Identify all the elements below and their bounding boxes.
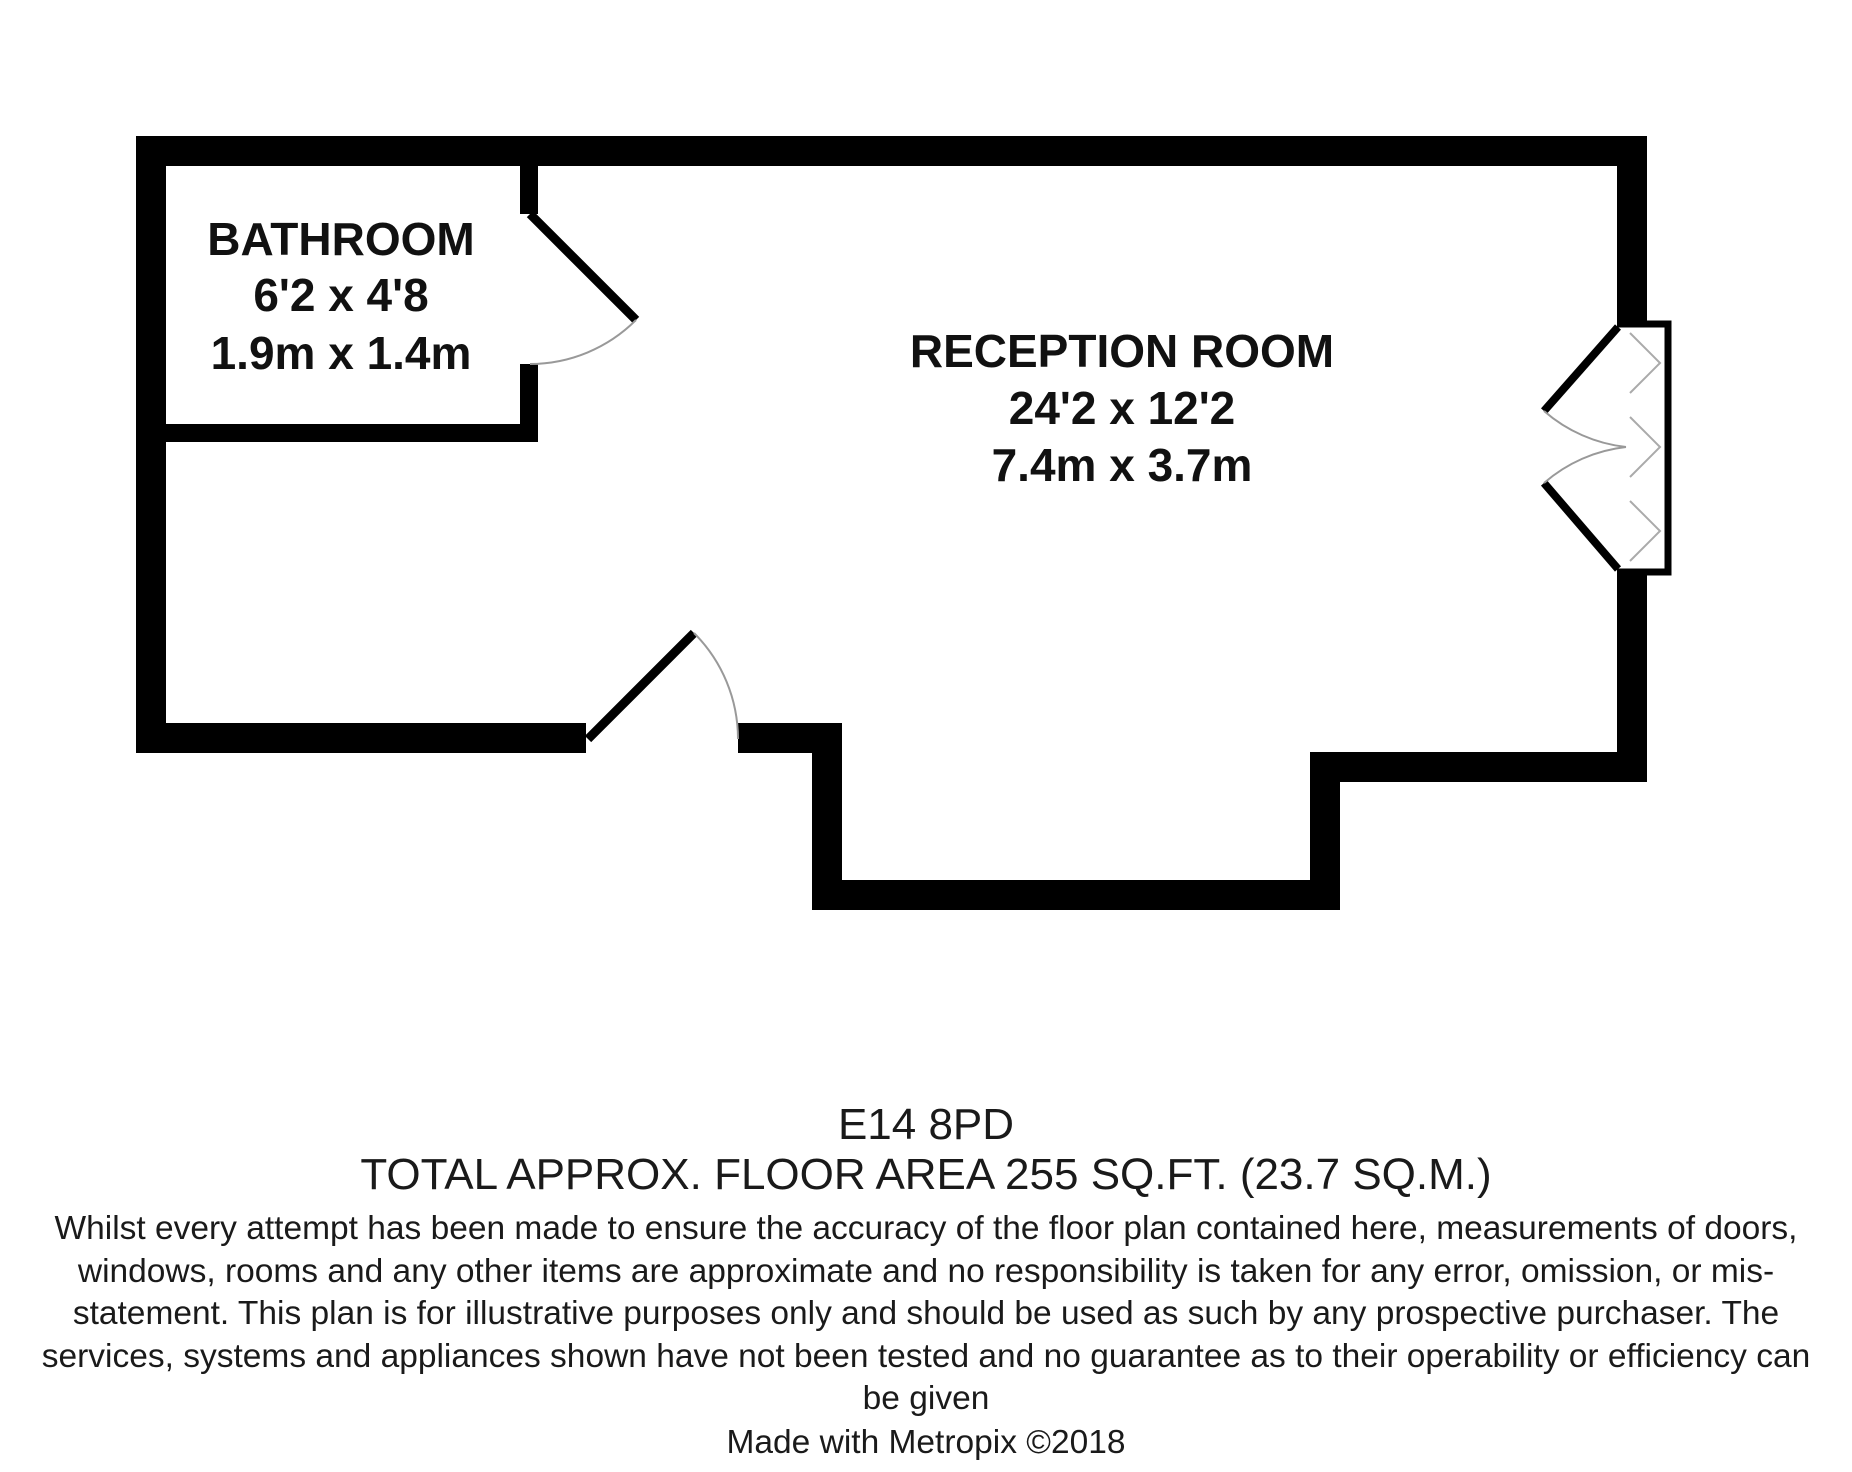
patio-door-frame: [1617, 320, 1672, 576]
bathroom-door-leaf: [526, 210, 640, 324]
bathroom-name: BATHROOM: [207, 213, 474, 265]
bathroom-wall-vertical-upper: [520, 136, 538, 214]
wall-top: [136, 136, 1647, 166]
postcode: E14 8PD: [837, 1100, 1015, 1149]
wall-bottom-left: [136, 723, 586, 753]
wall-left: [136, 136, 166, 753]
bathroom-size-imperial: 6'2 x 4'8: [253, 269, 428, 321]
reception-size-imperial: 24'2 x 12'2: [1009, 382, 1236, 434]
reception-label: RECEPTION ROOM 24'2 x 12'2 7.4m x 3.7m: [910, 325, 1334, 491]
patio-door-swing-lower: [1543, 446, 1627, 484]
reception-name: RECEPTION ROOM: [910, 325, 1334, 377]
bathroom-wall-horizontal: [136, 424, 538, 442]
reception-size-metric: 7.4m x 3.7m: [992, 439, 1253, 491]
bathroom-label: BATHROOM 6'2 x 4'8 1.9m x 1.4m: [207, 213, 474, 379]
walls: [136, 136, 1647, 910]
credit-text: Made with Metropix ©2018: [726, 1424, 1126, 1461]
patio-door-leaf-upper: [1540, 324, 1622, 414]
wall-bay-bottom: [812, 880, 1340, 910]
bathroom-door-swing: [529, 319, 637, 365]
disclaimer-text: Whilst every attempt has been made to en…: [41, 1210, 1811, 1417]
bathroom-size-metric: 1.9m x 1.4m: [211, 327, 472, 379]
patio-doors: [1540, 320, 1672, 576]
window-glazing-marks: [1629, 332, 1662, 562]
bathroom-wall-vertical-lower: [520, 364, 538, 442]
wall-bay-left: [812, 723, 842, 910]
wall-right-upper: [1617, 136, 1647, 324]
patio-door-swing-upper: [1543, 410, 1627, 448]
wall-bottom-right: [1310, 752, 1647, 782]
entrance-door-leaf: [584, 629, 698, 743]
wall-right-lower: [1617, 569, 1647, 782]
bathroom-door: [526, 210, 640, 365]
entrance-door-swing: [693, 632, 739, 740]
total-floor-area: TOTAL APPROX. FLOOR AREA 255 SQ.FT. (23.…: [360, 1150, 1492, 1199]
entrance-door: [584, 629, 739, 743]
patio-door-leaf-lower: [1540, 480, 1622, 572]
